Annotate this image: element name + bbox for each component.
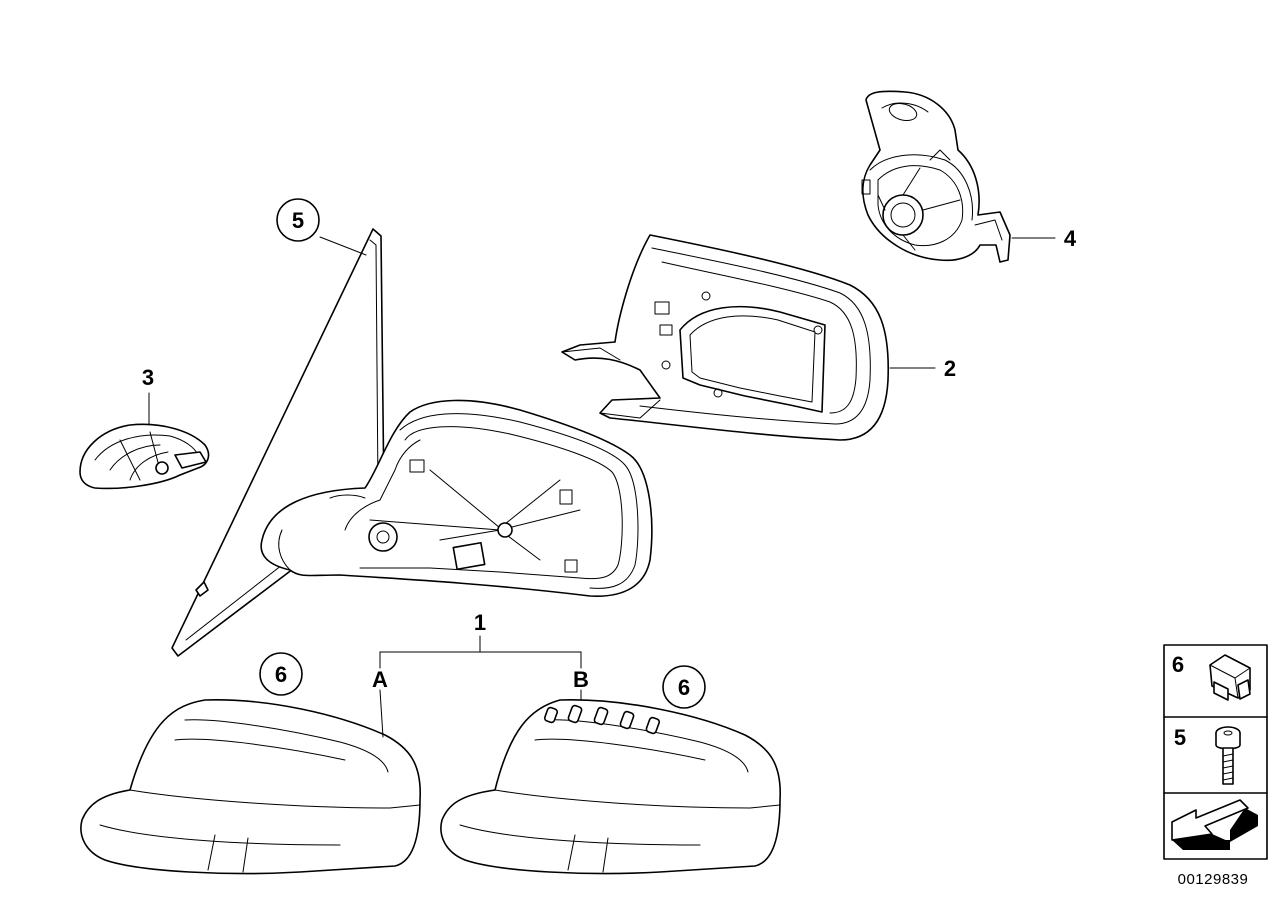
cover-cap-a [80, 699, 421, 875]
parts-legend: 6 5 [1163, 644, 1268, 860]
direction-arrow-icon [1171, 799, 1258, 850]
leader-lines [148, 236, 1056, 738]
callout-3: 3 [142, 365, 154, 390]
cover-cap-b [440, 699, 781, 875]
clip-icon [1209, 654, 1251, 701]
variant-a-label: A [372, 667, 388, 692]
svg-text:2: 2 [944, 356, 956, 381]
variant-b-label: B [573, 667, 589, 692]
svg-text:6: 6 [678, 675, 690, 700]
svg-text:6: 6 [1172, 652, 1184, 677]
svg-text:5: 5 [292, 208, 304, 233]
callout-5: 5 [276, 198, 320, 242]
callout-2: 2 [944, 356, 956, 381]
callout-1: 1 [474, 610, 486, 635]
document-number: 00129839 [1178, 871, 1249, 888]
callout-6-right: 6 [662, 665, 706, 709]
mirror-actuator [861, 90, 1011, 263]
svg-text:1: 1 [474, 610, 486, 635]
legend-item-5: 5 [1174, 725, 1241, 785]
legend-item-6: 6 [1172, 652, 1251, 701]
svg-text:4: 4 [1064, 226, 1077, 251]
svg-text:B: B [573, 667, 589, 692]
mirror-frame [561, 234, 890, 441]
svg-text:3: 3 [142, 365, 154, 390]
small-cap-part [79, 423, 210, 490]
callout-6-left: 6 [259, 652, 303, 696]
svg-text:6: 6 [275, 662, 287, 687]
cover-cap-b-slots [543, 704, 661, 735]
screw-icon [1215, 726, 1241, 785]
callout-4: 4 [1064, 226, 1077, 251]
mirror-housing [195, 399, 653, 597]
svg-text:5: 5 [1174, 725, 1186, 750]
svg-text:A: A [372, 667, 388, 692]
